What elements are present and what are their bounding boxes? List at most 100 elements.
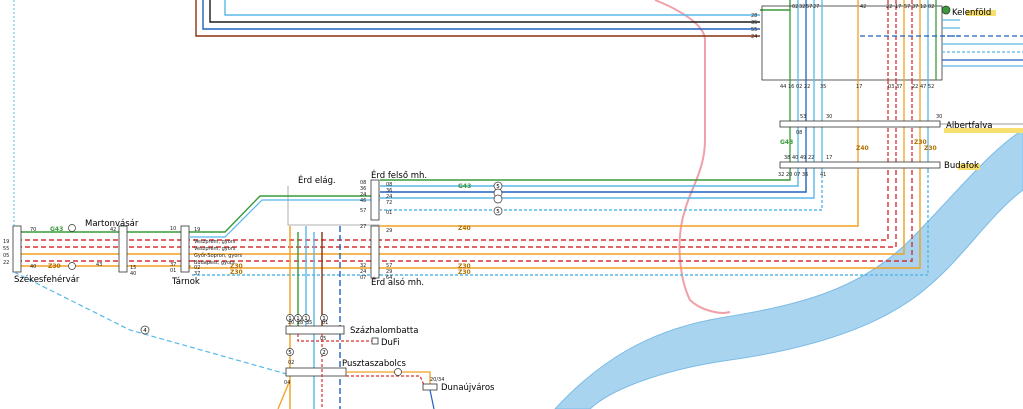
station-erd-elag[interactable]: Érd elág. <box>298 174 336 186</box>
top-trunk-lines <box>195 0 791 37</box>
svg-text:16: 16 <box>788 84 794 90</box>
svg-text:38: 38 <box>784 155 790 161</box>
svg-text:29: 29 <box>386 269 392 275</box>
station-szekesfehervar[interactable]: Székesfehérvár <box>14 274 80 285</box>
svg-text:17: 17 <box>826 155 832 161</box>
svg-text:02: 02 <box>796 84 802 90</box>
station-budafok[interactable]: Budafok <box>944 161 979 171</box>
train-code-g43: G43 <box>50 226 63 233</box>
kelenfold-station-box[interactable] <box>761 5 943 81</box>
svg-text:28: 28 <box>751 13 757 19</box>
erd-also-numbers: 32 24 07 57 29 64 <box>360 263 392 281</box>
svg-text:30: 30 <box>936 114 942 120</box>
dufi-box[interactable] <box>371 337 379 345</box>
circle-label: 1 <box>296 316 300 322</box>
svg-text:57: 57 <box>806 4 812 10</box>
station-erd-felso[interactable]: Érd felső mh. <box>371 169 427 181</box>
circle-label: 5 <box>496 209 500 215</box>
svg-text:10: 10 <box>170 226 176 232</box>
svg-text:42: 42 <box>110 227 116 233</box>
svg-text:22: 22 <box>3 260 9 266</box>
martonvasar-station-box[interactable] <box>118 225 128 273</box>
svg-text:Budapest, gyors: Budapest, gyors <box>194 260 235 266</box>
circle-label: 1 <box>322 316 326 322</box>
svg-text:08: 08 <box>360 180 366 186</box>
svg-text:22: 22 <box>886 4 892 10</box>
svg-text:40: 40 <box>792 155 798 161</box>
svg-text:37: 37 <box>912 4 918 10</box>
station-dunaujvaros[interactable]: Dunaújváros <box>441 383 495 393</box>
branch-southwest <box>13 271 291 376</box>
budafok-station-bar[interactable] <box>779 161 941 169</box>
svg-text:01: 01 <box>386 210 392 216</box>
svg-text:29: 29 <box>386 228 392 234</box>
svg-text:27: 27 <box>813 4 819 10</box>
svg-text:35: 35 <box>306 320 312 326</box>
svg-text:Győr-Sopron, gyors: Győr-Sopron, gyors <box>194 253 242 259</box>
circle-label: 1 <box>304 316 308 322</box>
martonvasar-numbers: 42 43 15 40 <box>96 227 136 277</box>
svg-text:01: 01 <box>170 268 176 274</box>
svg-text:20: 20 <box>786 172 792 178</box>
svg-text:37: 37 <box>194 271 200 277</box>
circle-label: 5 <box>496 184 500 190</box>
svg-text:Veszprém, gyors: Veszprém, gyors <box>194 245 236 252</box>
svg-text:20/34: 20/34 <box>430 377 444 383</box>
svg-text:02: 02 <box>792 4 798 10</box>
svg-text:22: 22 <box>808 155 814 161</box>
svg-text:32: 32 <box>360 263 366 269</box>
svg-text:24: 24 <box>360 192 366 198</box>
svg-text:70: 70 <box>30 227 36 233</box>
svg-text:04: 04 <box>284 380 290 386</box>
svg-text:53: 53 <box>800 114 806 120</box>
main-line-west <box>14 231 380 276</box>
train-code-z30: Z30 <box>914 139 927 146</box>
erd-felso-numbers: 08 36 24 46 57 01 27 29 08 36 24 72 <box>360 180 392 234</box>
svg-text:44: 44 <box>780 84 786 90</box>
tarnok-station-box[interactable] <box>180 225 190 273</box>
station-martonvasar[interactable]: Martonvásár <box>85 219 139 229</box>
station-pusztaszabolcs[interactable]: Pusztaszabolcs <box>342 359 407 369</box>
station-erd-also[interactable]: Érd alsó mh. <box>371 276 424 288</box>
svg-text:08: 08 <box>386 182 392 188</box>
svg-text:17: 17 <box>856 84 862 90</box>
station-dufi[interactable]: DuFi <box>381 338 400 348</box>
time-tags <box>944 10 1023 170</box>
train-code-g43: G43 <box>458 183 471 190</box>
station-albertfalva[interactable]: Albertfalva <box>946 121 992 131</box>
svg-text:57: 57 <box>360 208 366 214</box>
svg-text:36: 36 <box>360 186 366 192</box>
erd-also-station-box[interactable] <box>370 225 380 279</box>
train-code-z30: Z30 <box>924 145 937 152</box>
svg-text:08: 08 <box>796 130 802 136</box>
station-szazhalombatta[interactable]: Százhalombatta <box>350 326 418 336</box>
svg-text:47: 47 <box>920 84 926 90</box>
albertfalva-station-bar[interactable] <box>779 120 941 128</box>
svg-text:19: 19 <box>194 227 200 233</box>
dunaujvaros-station-box[interactable] <box>422 383 438 391</box>
svg-text:24: 24 <box>360 269 366 275</box>
circle-label: 2 <box>322 350 326 356</box>
train-code-z30: Z30 <box>48 263 61 270</box>
svg-text:03: 03 <box>888 84 894 90</box>
svg-text:22: 22 <box>912 84 918 90</box>
svg-text:27: 27 <box>360 224 366 230</box>
circle-label: 4 <box>143 328 147 334</box>
erd-felso-station-box[interactable] <box>370 179 380 221</box>
pusztaszabolcs-station-box[interactable] <box>285 367 347 377</box>
svg-text:02: 02 <box>194 265 200 271</box>
szekesfehervar-station-box[interactable] <box>12 225 22 273</box>
svg-text:40: 40 <box>30 264 36 270</box>
svg-text:57: 57 <box>904 4 910 10</box>
kelenfold-bottom-numbers: 44 16 02 22 35 17 03 37 22 47 52 <box>780 84 934 90</box>
svg-text:42: 42 <box>860 4 866 10</box>
station-kelenfold[interactable]: Kelenföld <box>952 8 991 18</box>
train-code-z30: Z30 <box>458 263 471 270</box>
kelenfold-left-numbers: 28 35 55 24 <box>751 13 757 40</box>
szazhalombatta-station-box[interactable] <box>285 325 345 335</box>
circle-label: 1 <box>288 316 292 322</box>
svg-text:22: 22 <box>804 84 810 90</box>
station-tarnok[interactable]: Tárnok <box>171 277 200 287</box>
svg-text:37: 37 <box>170 262 176 268</box>
